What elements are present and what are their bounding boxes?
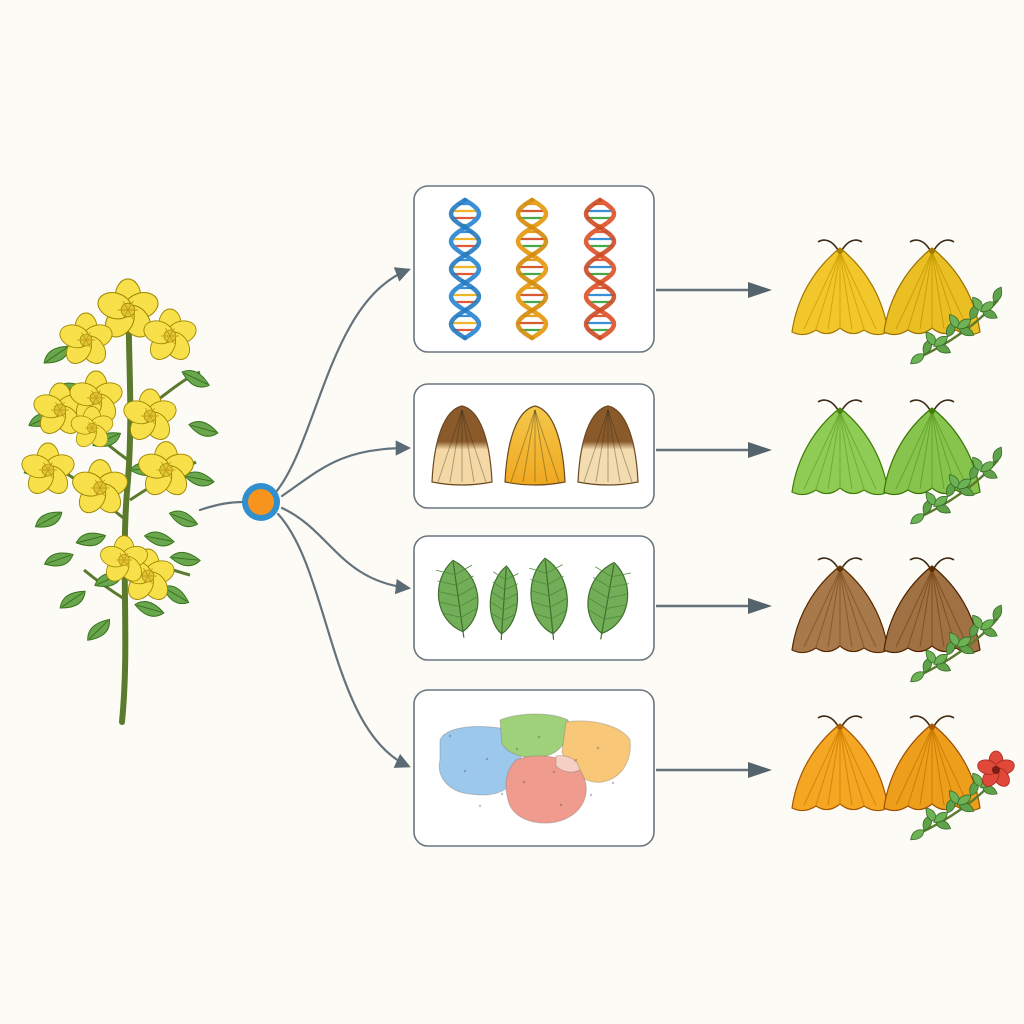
plant-leaf xyxy=(162,585,190,605)
green-sprig-icon xyxy=(910,286,1003,365)
panel-contents xyxy=(431,197,639,824)
moth-icon xyxy=(791,557,889,654)
plant-leaf xyxy=(181,369,210,388)
green-sprig-icon xyxy=(910,446,1003,525)
plant-leaf xyxy=(34,511,63,528)
region-map-icon xyxy=(438,713,631,824)
leaf-icon xyxy=(435,559,479,638)
plant-leaf xyxy=(43,552,74,567)
moth-icon xyxy=(791,399,889,496)
plant-flower xyxy=(59,312,113,364)
dna-helix-icon xyxy=(515,197,549,341)
connectors xyxy=(198,267,412,768)
dna-helix-icon xyxy=(583,197,617,341)
plant-flower xyxy=(123,388,177,440)
plant-leaf xyxy=(168,510,199,528)
plant-leaf xyxy=(188,421,219,437)
dna-helix-icon xyxy=(448,197,482,341)
plant-leaf xyxy=(59,590,86,609)
plant-flower xyxy=(138,441,194,496)
moth-wing-icon xyxy=(431,405,493,486)
plant-flower xyxy=(70,406,114,448)
green-moth-pair-icon xyxy=(791,399,1003,525)
outcome-moths xyxy=(791,239,1015,841)
plant-leaf xyxy=(143,531,175,547)
green-sprig-icon xyxy=(910,604,1003,683)
leaf-icon xyxy=(529,557,568,640)
arrowhead xyxy=(748,282,772,298)
moth-icon xyxy=(791,239,889,336)
yellow-flowering-plant-icon xyxy=(21,278,219,725)
arrowhead xyxy=(748,762,772,778)
plant-leaf xyxy=(183,471,215,487)
moth-icon xyxy=(883,399,981,496)
moth-wing-icon xyxy=(577,405,639,486)
leaf-icon xyxy=(587,561,631,640)
leaf-icon xyxy=(489,565,519,640)
panel-genetics xyxy=(413,185,655,353)
brown-moth-pair-icon xyxy=(791,557,1003,683)
connector-wing-patterns xyxy=(280,440,412,498)
moth-icon xyxy=(791,715,889,812)
plant-flower xyxy=(72,459,128,514)
yellow-moth-pair-icon xyxy=(791,239,1003,365)
plant-flower xyxy=(100,535,148,582)
plant-stem xyxy=(119,287,134,725)
plant-leaf xyxy=(75,532,107,547)
connector-plant-to-hub xyxy=(198,500,246,512)
arrowhead xyxy=(748,442,772,458)
plant-flower xyxy=(143,308,197,360)
red-flower-sprig-icon xyxy=(910,750,1015,841)
orange-moth-pair-icon xyxy=(791,715,1015,841)
plant-leaf xyxy=(169,551,201,567)
outcome-arrows xyxy=(656,282,772,778)
plant-leaf xyxy=(134,601,165,617)
moth-wing-icon xyxy=(504,405,566,486)
connector-genetics xyxy=(274,267,411,494)
plant-leaf xyxy=(87,618,110,641)
plant-flower xyxy=(97,278,159,338)
arrowhead xyxy=(748,598,772,614)
connector-host-leaves xyxy=(280,506,412,595)
connector-geography xyxy=(276,512,411,768)
moth-icon xyxy=(883,557,981,654)
hub-node xyxy=(242,483,280,521)
plant-flower xyxy=(21,442,75,494)
